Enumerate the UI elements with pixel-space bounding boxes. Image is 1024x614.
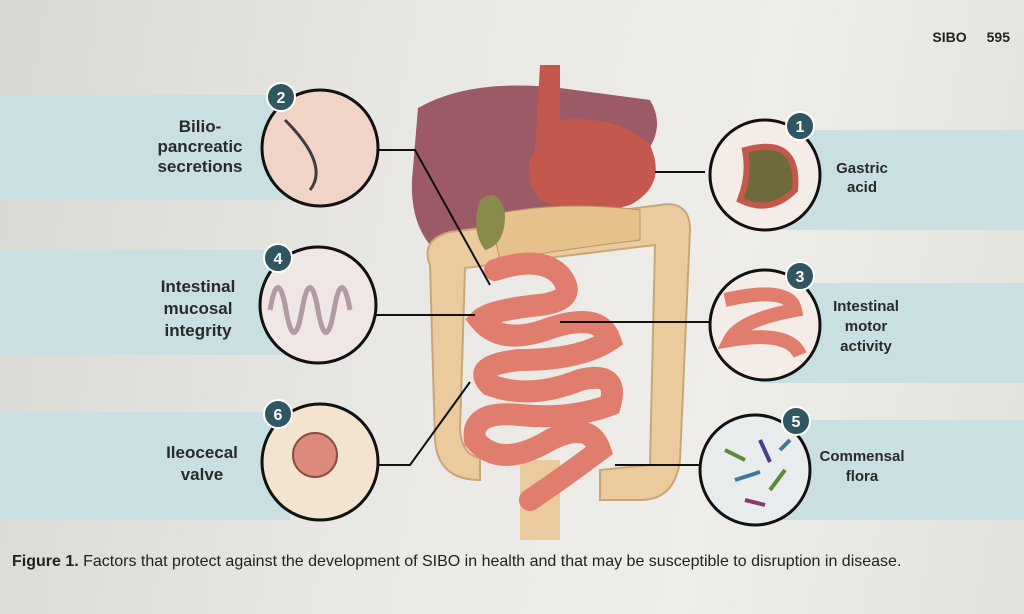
leader-lines: [376, 149, 710, 466]
figure-label: Figure 1.: [12, 553, 79, 570]
small-intestine: [463, 252, 624, 511]
label-1-line2: acid: [847, 179, 877, 196]
band-4: [0, 250, 285, 355]
label-4-line1: Intestinal: [161, 277, 236, 296]
label-4-line3: integrity: [164, 321, 232, 340]
band-6: [0, 412, 290, 520]
figure-caption: Figure 1. Factors that protect against t…: [12, 553, 901, 571]
inset-circles: [258, 88, 822, 527]
band-2: [0, 95, 290, 200]
villi-icon: [267, 285, 353, 335]
svg-text:4: 4: [274, 251, 283, 268]
label-2-line1: Bilio-: [179, 117, 222, 136]
bacteria-icon: [724, 438, 792, 507]
stomach: [528, 65, 656, 212]
leader-6: [378, 381, 471, 466]
label-3-line2: motor: [845, 318, 888, 335]
valve-icon: [292, 432, 338, 478]
label-6-line1: Ileocecal: [166, 443, 238, 462]
svg-text:3: 3: [796, 269, 805, 286]
label-1-line1: Gastric: [836, 160, 888, 177]
svg-text:2: 2: [277, 90, 286, 107]
badge-5: 5: [781, 406, 811, 436]
badge-1: 1: [785, 111, 815, 141]
number-badges: 2 4 6 1 3 5: [263, 82, 815, 436]
svg-text:5: 5: [792, 414, 801, 431]
running-title: SIBO: [932, 29, 967, 45]
page-header: SIBO 595: [932, 29, 1010, 45]
label-4-line2: mucosal: [164, 299, 233, 318]
badge-4: 4: [263, 243, 293, 273]
duct-arrow-icon: [283, 118, 318, 191]
label-5-line1: Commensal: [819, 448, 904, 465]
label-2-line3: secretions: [157, 157, 242, 176]
badge-6: 6: [263, 399, 293, 429]
leader-2: [378, 149, 491, 286]
label-6-line2: valve: [181, 465, 224, 484]
svg-text:1: 1: [796, 119, 805, 136]
factor-labels-right: Gastric acid Intestinal motor activity C…: [819, 160, 904, 485]
page-number: 595: [986, 29, 1010, 45]
factor-labels: Bilio- pancreatic secretions Intestinal …: [157, 117, 242, 484]
gallbladder: [476, 195, 505, 250]
svg-text:6: 6: [274, 407, 283, 424]
motility-icon: [717, 287, 807, 359]
inset-commensal-flora: [698, 413, 812, 527]
inset-biliopancreatic: [260, 88, 380, 208]
label-5-line2: flora: [846, 468, 879, 485]
label-2-line2: pancreatic: [157, 137, 242, 156]
caption-text: Factors that protect against the develop…: [78, 553, 902, 570]
label-3-line1: Intestinal: [833, 298, 899, 315]
badge-2: 2: [266, 82, 296, 112]
digestive-tract: [411, 65, 692, 540]
stomach-acid-icon: [736, 143, 799, 209]
badge-3: 3: [785, 261, 815, 291]
label-3-line3: activity: [840, 338, 892, 355]
